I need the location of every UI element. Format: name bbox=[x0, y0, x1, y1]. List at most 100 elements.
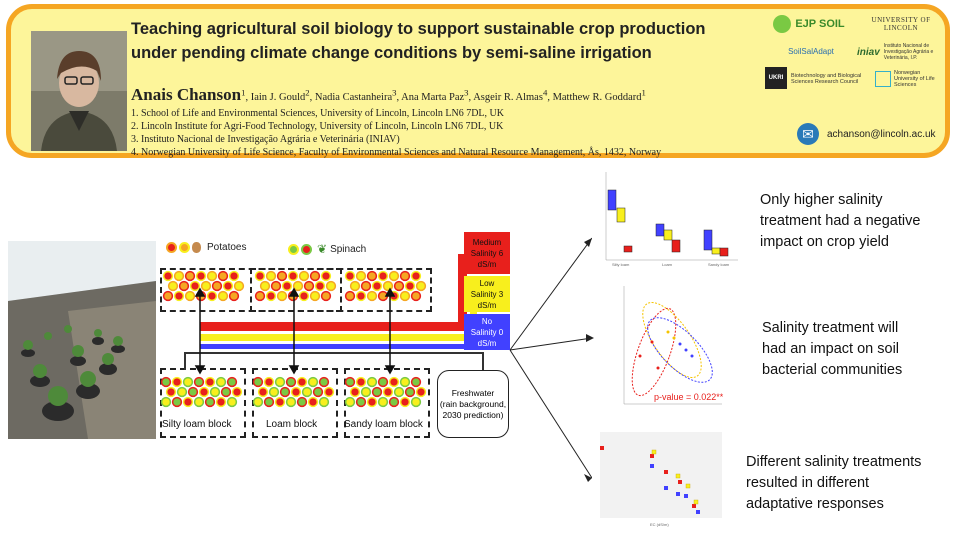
ec-scatter: EC (dS/m) bbox=[592, 428, 724, 528]
potato-red-icon bbox=[166, 242, 177, 253]
plant-dot bbox=[388, 376, 400, 388]
plant-dot bbox=[265, 270, 277, 282]
plant-dot bbox=[257, 386, 269, 398]
medium-salinity-box: Medium Salinity 6 dS/m bbox=[464, 232, 510, 274]
email-text: achanson@lincoln.ac.uk bbox=[827, 128, 936, 140]
plant-dot bbox=[220, 386, 232, 398]
plant-dot bbox=[404, 280, 416, 292]
plant-dot bbox=[226, 376, 238, 388]
plant-dot bbox=[285, 376, 297, 388]
spinach-leaf-icon: ❦ bbox=[317, 242, 328, 256]
plant-dot bbox=[344, 396, 356, 408]
plant-dot bbox=[211, 280, 223, 292]
plant-dot bbox=[184, 290, 196, 302]
plant-dot bbox=[349, 280, 361, 292]
plant-dot bbox=[265, 290, 277, 302]
freshwater-pipe bbox=[184, 352, 484, 354]
no-salinity-box: No Salinity 0 dS/m bbox=[464, 314, 510, 350]
plant-dot bbox=[355, 290, 367, 302]
plant-dot bbox=[399, 376, 411, 388]
potato-orange-icon bbox=[179, 242, 190, 253]
pcoa-plot: p-value = 0.022** bbox=[614, 282, 724, 414]
plant-dot bbox=[259, 280, 271, 292]
plant-dot bbox=[189, 280, 201, 292]
plant-dot bbox=[193, 396, 205, 408]
plant-dot bbox=[198, 386, 210, 398]
plant-dot bbox=[228, 290, 240, 302]
contact-email: ✉ achanson@lincoln.ac.uk bbox=[797, 123, 936, 145]
plant-dot bbox=[399, 396, 411, 408]
plant-dot bbox=[281, 280, 293, 292]
plant-dot bbox=[182, 376, 194, 388]
affiliations: 1. School of Life and Environmental Scie… bbox=[131, 107, 661, 159]
plant-dot bbox=[307, 376, 319, 388]
plant-dot bbox=[355, 396, 367, 408]
plant-dot bbox=[404, 386, 416, 398]
plant-dot bbox=[309, 270, 321, 282]
plant-dot bbox=[360, 386, 372, 398]
author-photo bbox=[31, 31, 127, 151]
plant-dot bbox=[215, 376, 227, 388]
freshwater-box: Freshwater (rain background, 2030 predic… bbox=[437, 370, 509, 438]
plant-dot bbox=[204, 396, 216, 408]
plant-dot bbox=[388, 270, 400, 282]
finding-bacteria: Salinity treatment will had an impact on… bbox=[762, 320, 903, 378]
plant-dot bbox=[162, 290, 174, 302]
plant-dot bbox=[184, 270, 196, 282]
header-banner: Teaching agricultural soil biology to su… bbox=[6, 4, 950, 158]
plant-dot bbox=[274, 396, 286, 408]
spinach-red-icon bbox=[301, 243, 312, 255]
plant-dot bbox=[276, 270, 288, 282]
plant-dot bbox=[160, 376, 172, 388]
medium-salinity-riser bbox=[458, 254, 467, 331]
svg-text:Silty loam: Silty loam bbox=[612, 262, 630, 267]
plant-dot bbox=[344, 376, 356, 388]
plant-dot bbox=[377, 396, 389, 408]
freshwater-drop bbox=[184, 352, 186, 370]
silty-loam-label: Silty loam block bbox=[162, 419, 232, 430]
co-authors: , Iain J. Gould2, Nadia Castanheira3, An… bbox=[245, 88, 645, 104]
plant-dot bbox=[165, 386, 177, 398]
plant-dot bbox=[263, 376, 275, 388]
plant-dot bbox=[296, 396, 308, 408]
co-author: , Ana Marta Paz bbox=[396, 92, 465, 103]
plant-dot bbox=[254, 290, 266, 302]
plant-dot bbox=[292, 280, 304, 292]
svg-text:EC (dS/m): EC (dS/m) bbox=[650, 522, 669, 527]
plant-dot bbox=[254, 270, 266, 282]
co-author: , Asgeir R. Almas bbox=[468, 92, 543, 103]
plant-dot bbox=[233, 280, 245, 292]
author-sup: 3 bbox=[464, 87, 469, 98]
plant-dot bbox=[270, 280, 282, 292]
author-sup: 2 bbox=[305, 87, 310, 98]
plant-dot bbox=[290, 386, 302, 398]
plant-dot bbox=[217, 290, 229, 302]
plant-dot bbox=[344, 290, 356, 302]
plant-dot bbox=[301, 386, 313, 398]
co-author: , Matthew R. Goddard bbox=[547, 92, 642, 103]
plant-dot bbox=[215, 396, 227, 408]
bbsrc-logo: Biotechnology and Biological Sciences Re… bbox=[791, 73, 862, 85]
plant-dot bbox=[410, 290, 422, 302]
plant-dot bbox=[298, 270, 310, 282]
sandy-loam-label: Sandy loam block bbox=[344, 419, 423, 430]
top-middle-divider bbox=[250, 268, 342, 312]
plant-dot bbox=[360, 280, 372, 292]
plant-dot bbox=[298, 290, 310, 302]
plant-dot bbox=[314, 280, 326, 292]
plant-dot bbox=[323, 386, 335, 398]
affiliation-3: 3. Instituto Nacional de Investigação Ag… bbox=[131, 134, 400, 145]
no-salinity-pipe bbox=[200, 344, 506, 349]
plant-dot bbox=[415, 386, 427, 398]
plant-dot bbox=[160, 396, 172, 408]
poster-title: Teaching agricultural soil biology to su… bbox=[131, 20, 706, 62]
plant-dot bbox=[388, 396, 400, 408]
soilsaladapt-logo: SoilSalAdapt bbox=[788, 46, 834, 56]
plant-dot bbox=[307, 396, 319, 408]
plant-dot bbox=[410, 376, 422, 388]
plant-dot bbox=[209, 386, 221, 398]
plant-dot bbox=[204, 376, 216, 388]
plant-dot bbox=[200, 280, 212, 292]
iniav-logo: iniav Instituto Nacional de Investigação… bbox=[857, 43, 934, 61]
